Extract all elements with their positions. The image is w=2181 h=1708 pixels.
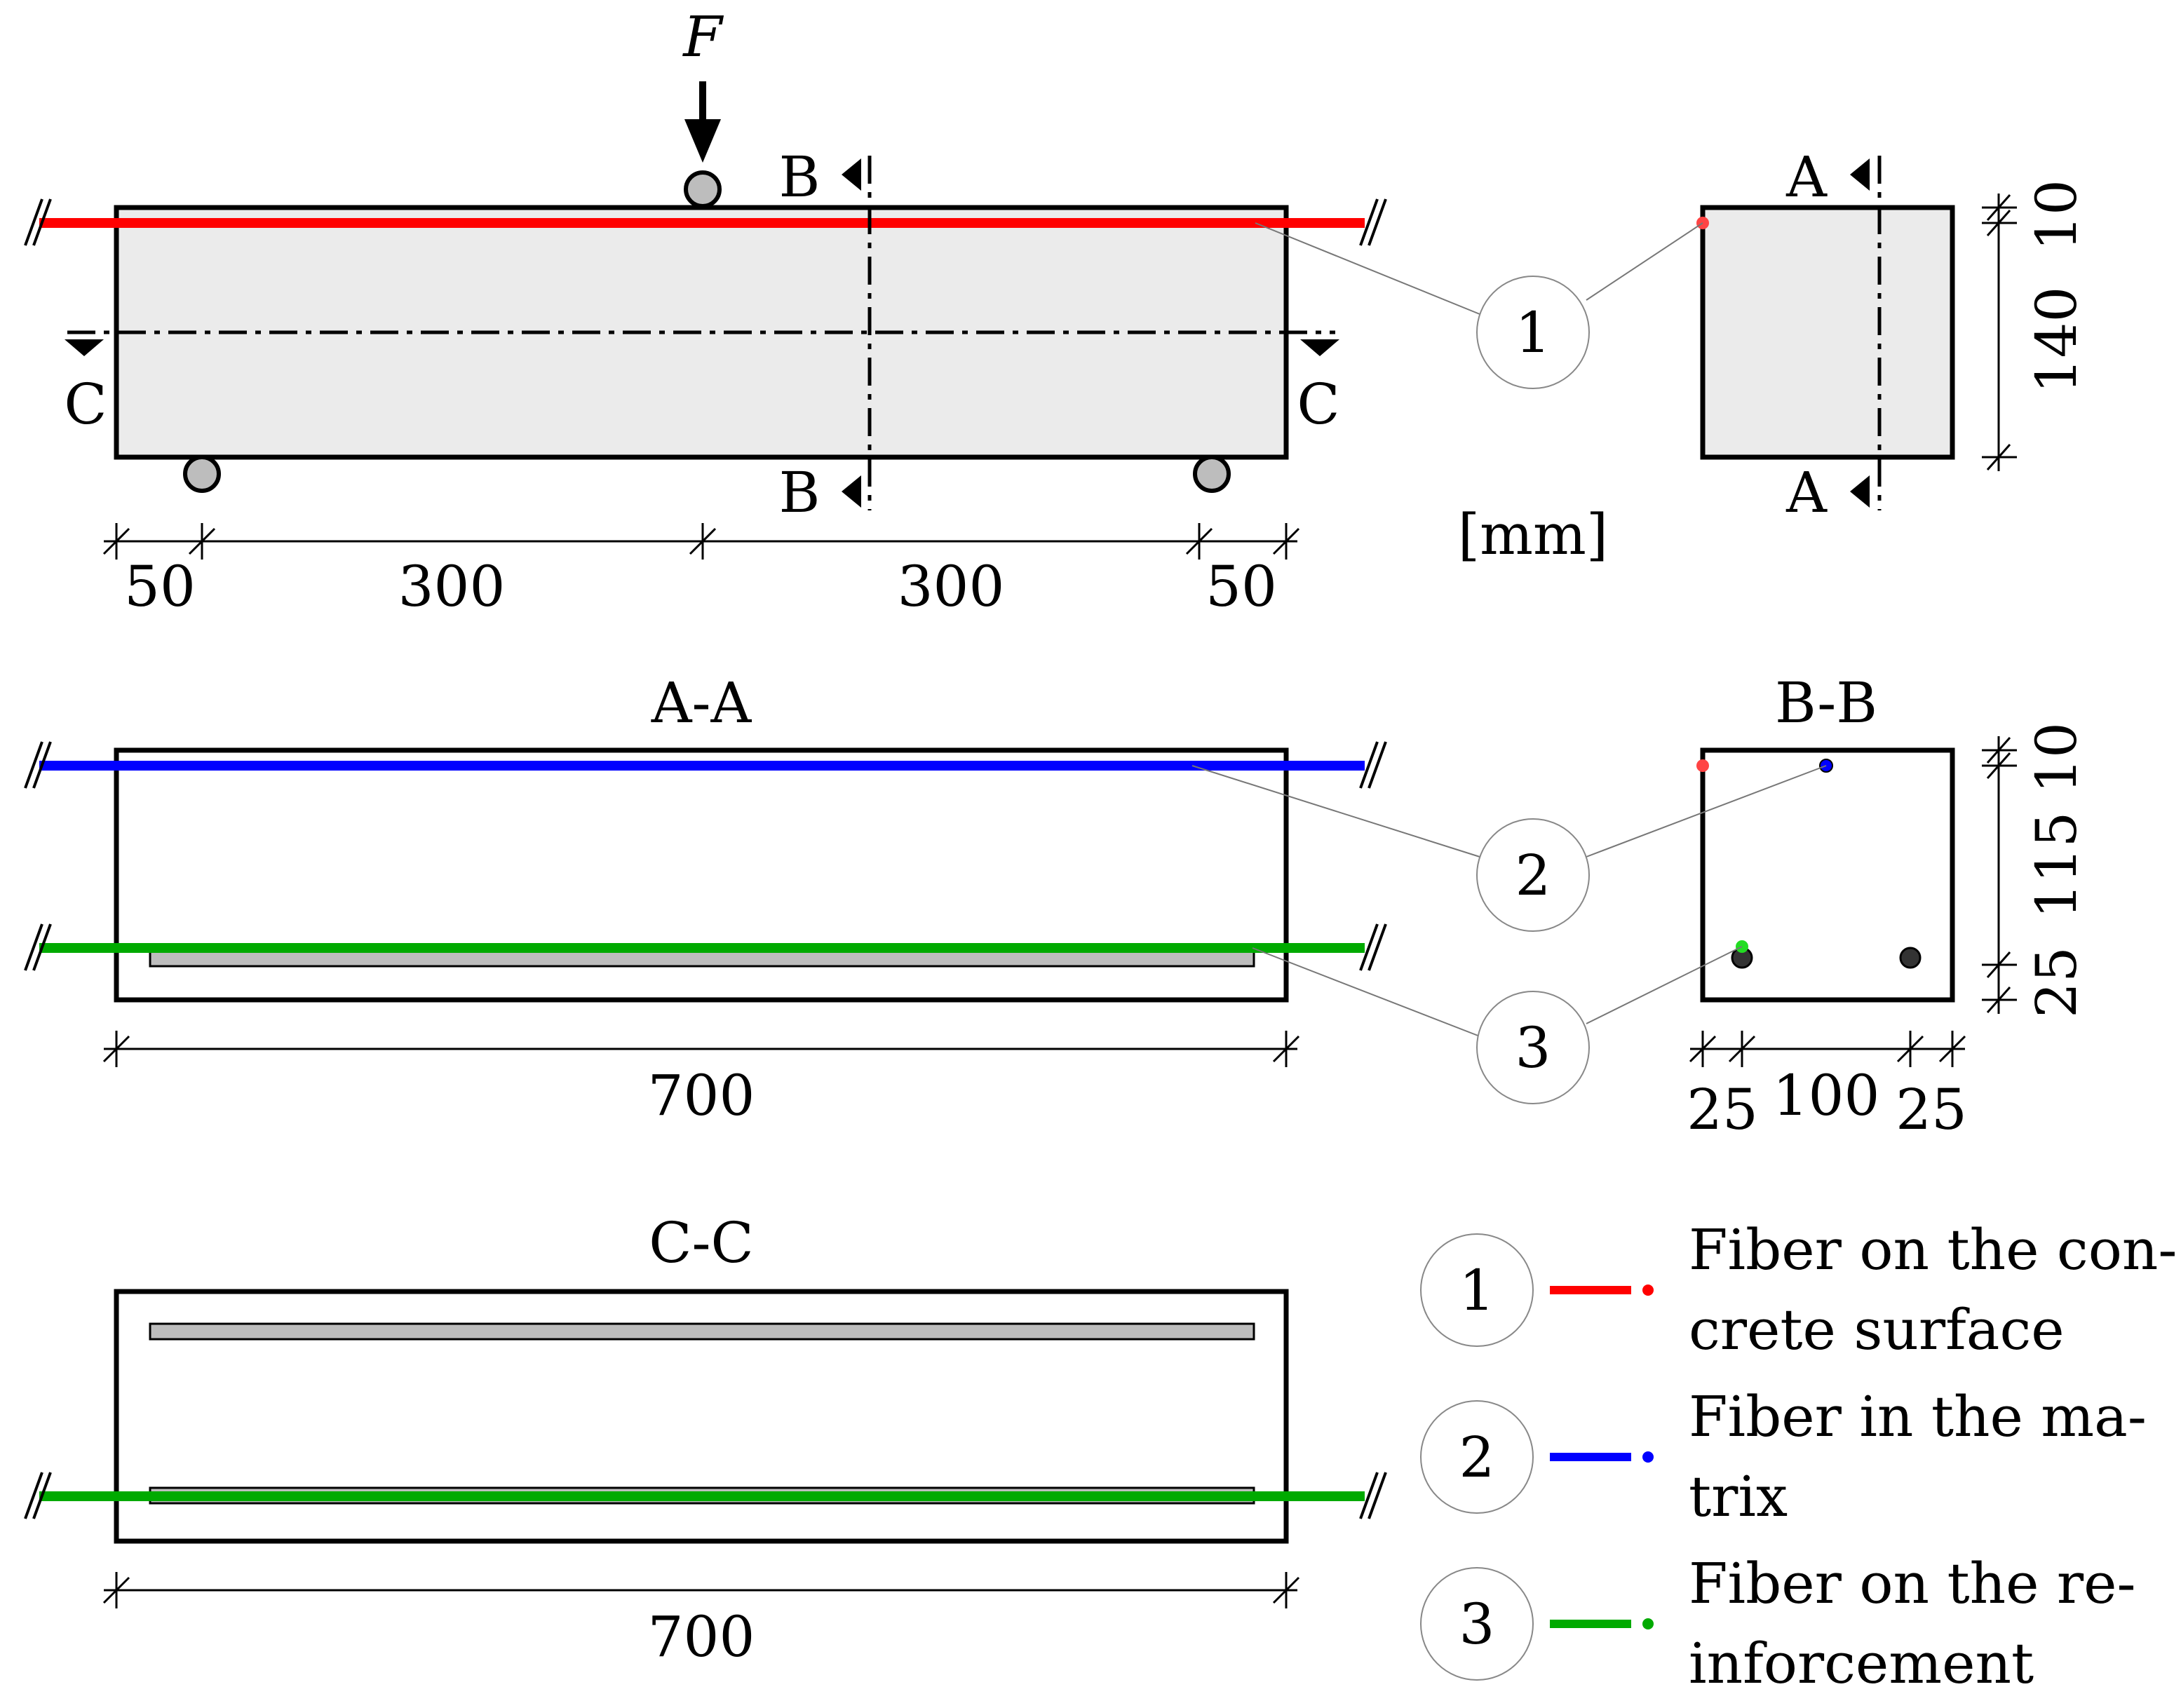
section-mark-c-right: C bbox=[1297, 372, 1339, 437]
section-mark-b-top: B bbox=[779, 144, 821, 210]
section-arrow-a-bottom bbox=[1850, 475, 1870, 508]
section-aa-length: 700 bbox=[648, 1063, 755, 1128]
legend-item-2: 2 Fiber in the ma- trix bbox=[1420, 1384, 2147, 1529]
fiber-1-point-bb bbox=[1696, 759, 1709, 772]
rebar-right bbox=[1899, 947, 1922, 969]
dim-100-bb: 100 bbox=[1773, 1063, 1880, 1128]
break-marks-aa bbox=[24, 741, 1387, 971]
support-left bbox=[183, 455, 221, 493]
legend-item-3-line2: inforcement bbox=[1689, 1631, 2034, 1696]
section-bb: B-B 10 115 25 25 100 25 bbox=[1687, 670, 2089, 1142]
legend-item-2-num: 2 bbox=[1459, 1425, 1495, 1490]
dim-50-left: 50 bbox=[124, 554, 196, 619]
dim-300-left: 300 bbox=[398, 554, 506, 619]
support-right bbox=[1193, 455, 1231, 493]
legend-item-1-num: 1 bbox=[1459, 1258, 1495, 1323]
dim-140-a: 140 bbox=[2024, 287, 2089, 394]
section-cc: C-C 700 bbox=[24, 1210, 1387, 1669]
load-label: F bbox=[682, 4, 724, 69]
callout-3-label: 3 bbox=[1515, 1015, 1551, 1080]
dim-25-bb-left: 25 bbox=[1687, 1077, 1758, 1142]
legend: 1 Fiber on the con- crete surface 2 Fibe… bbox=[1420, 1217, 2177, 1696]
dim-10-a: 10 bbox=[2024, 179, 2089, 251]
break-marks-cc bbox=[24, 1472, 1387, 1519]
cross-section-body bbox=[1700, 205, 1955, 460]
section-aa-dimension-line bbox=[102, 1031, 1300, 1067]
legend-item-2-line1: Fiber in the ma- bbox=[1689, 1384, 2147, 1449]
section-mark-a-bottom: A bbox=[1785, 460, 1828, 525]
section-cc-dimension-line bbox=[102, 1572, 1300, 1608]
callout-2: 2 bbox=[1191, 765, 1827, 932]
load-arrow-head bbox=[684, 119, 721, 163]
legend-item-3-num: 3 bbox=[1459, 1592, 1495, 1657]
section-mark-c-left: C bbox=[64, 372, 107, 437]
dim-300-right: 300 bbox=[898, 554, 1005, 619]
break-mark-right bbox=[1359, 198, 1387, 246]
dim-25-bb-right: 25 bbox=[1896, 1077, 1967, 1142]
section-arrow-b-bottom bbox=[842, 475, 861, 508]
section-cc-rebar-top bbox=[149, 1322, 1255, 1341]
legend-item-3: 3 Fiber on the re- inforcement bbox=[1420, 1551, 2136, 1696]
dim-115-bb: 115 bbox=[2024, 812, 2089, 919]
unit-label: [mm] bbox=[1458, 502, 1608, 567]
dim-50-right: 50 bbox=[1206, 554, 1277, 619]
section-aa-rebar bbox=[149, 949, 1255, 968]
dim-10-bb: 10 bbox=[2024, 722, 2089, 794]
dim-25-bb-vert: 25 bbox=[2024, 947, 2089, 1018]
section-aa: A-A 700 bbox=[24, 670, 1387, 1128]
callout-3: 3 bbox=[1252, 946, 1743, 1104]
callout-1: 1 bbox=[1255, 222, 1703, 389]
section-mark-a-top: A bbox=[1785, 144, 1828, 210]
section-mark-b-bottom: B bbox=[779, 460, 821, 525]
legend-item-2-line2: trix bbox=[1689, 1464, 1788, 1529]
section-arrow-c-left bbox=[65, 339, 104, 356]
legend-item-3-line1: Fiber on the re- bbox=[1689, 1551, 2136, 1616]
legend-item-1-line2: crete surface bbox=[1689, 1297, 2065, 1362]
load-roller bbox=[684, 170, 722, 208]
section-bb-vertical-dimension bbox=[1982, 736, 2017, 1014]
break-mark-left bbox=[24, 198, 52, 246]
legend-item-1: 1 Fiber on the con- crete surface bbox=[1420, 1217, 2177, 1362]
callout-1-label: 1 bbox=[1515, 300, 1551, 365]
legend-item-1-line1: Fiber on the con- bbox=[1689, 1217, 2177, 1282]
section-cc-title: C-C bbox=[649, 1210, 753, 1275]
elevation-dimension-line bbox=[102, 523, 1300, 560]
callout-2-label: 2 bbox=[1515, 843, 1551, 908]
cross-section-a: A A 10 140 bbox=[1696, 144, 2089, 525]
beam-elevation: B B C C F 50 300 300 50 bbox=[24, 4, 1387, 619]
section-bb-title: B-B bbox=[1775, 670, 1877, 736]
section-cc-length: 700 bbox=[648, 1604, 755, 1669]
section-bb-horizontal-dimension bbox=[1689, 1031, 1966, 1067]
section-arrow-b-top bbox=[842, 158, 861, 191]
section-aa-title: A-A bbox=[651, 670, 752, 736]
section-arrow-c-right bbox=[1300, 339, 1339, 356]
section-arrow-a-top bbox=[1850, 158, 1870, 191]
cross-section-dimension-line bbox=[1982, 194, 2017, 471]
